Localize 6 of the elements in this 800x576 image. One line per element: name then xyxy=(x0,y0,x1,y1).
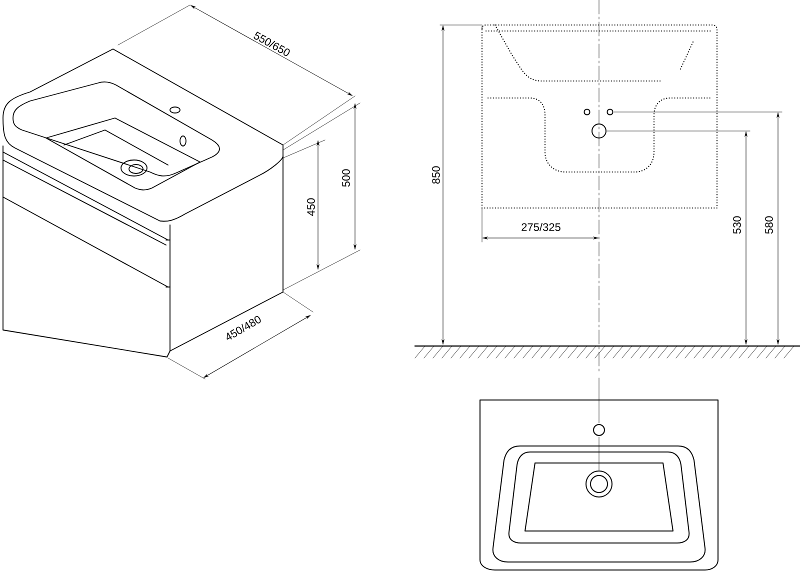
dimension-text: 530 xyxy=(733,216,741,234)
dimension-text: 500 xyxy=(342,169,350,187)
dimension-text: 450 xyxy=(307,198,315,216)
dimension-text: 850 xyxy=(432,166,440,184)
dimension-text: 275/325 xyxy=(522,222,560,232)
dimension-text: 580 xyxy=(765,216,773,234)
